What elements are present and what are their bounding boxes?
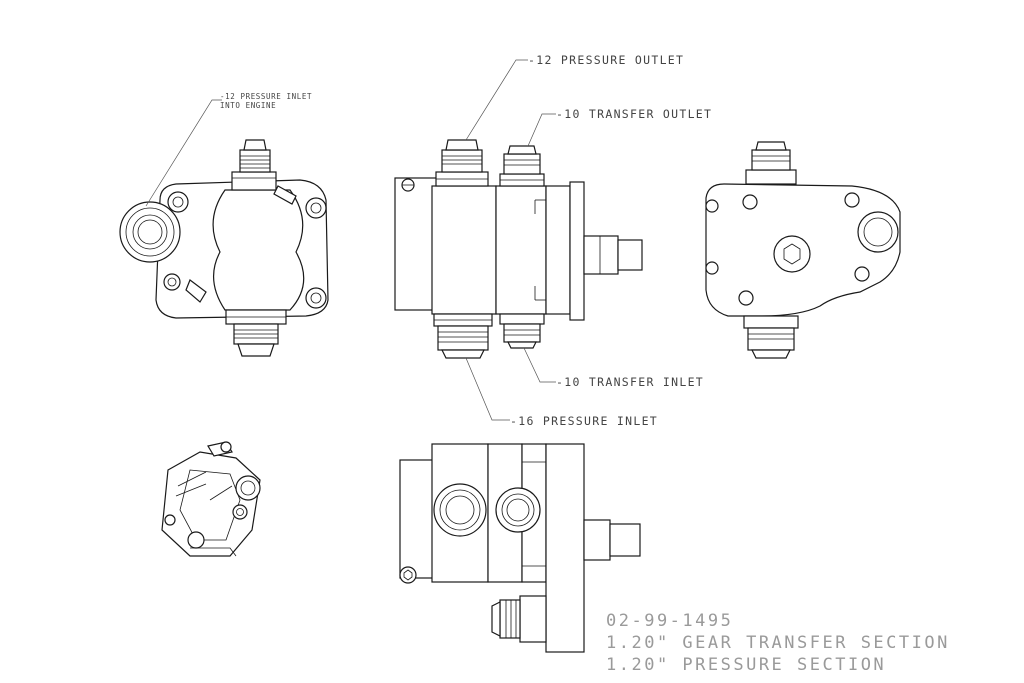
callout-transfer-inlet: -10 TRANSFER INLET	[556, 375, 704, 389]
callout-pressure-outlet: -12 PRESSURE OUTLET	[528, 53, 684, 67]
isometric-view	[161, 441, 261, 557]
leader-lines	[145, 59, 556, 421]
callout-transfer-outlet: -10 TRANSFER OUTLET	[556, 107, 712, 121]
callout-inlet-engine-line1: -12 PRESSURE INLET	[220, 92, 312, 101]
callouts: -12 PRESSURE INLET INTO ENGINE -12 PRESS…	[220, 53, 712, 428]
part-number: 02-99-1495	[606, 611, 733, 631]
front-side-view	[394, 139, 643, 359]
title-line-pressure: 1.20" PRESSURE SECTION	[606, 655, 886, 675]
title-line-gear-transfer: 1.20" GEAR TRANSFER SECTION	[606, 633, 950, 653]
title-block: 02-99-1495 1.20" GEAR TRANSFER SECTION 1…	[606, 611, 950, 675]
callout-pressure-inlet-16: -16 PRESSURE INLET	[510, 414, 658, 428]
callout-inlet-engine-line2: INTO ENGINE	[220, 101, 276, 110]
top-view	[399, 443, 641, 653]
right-end-view	[705, 141, 901, 359]
left-end-view	[119, 139, 329, 357]
